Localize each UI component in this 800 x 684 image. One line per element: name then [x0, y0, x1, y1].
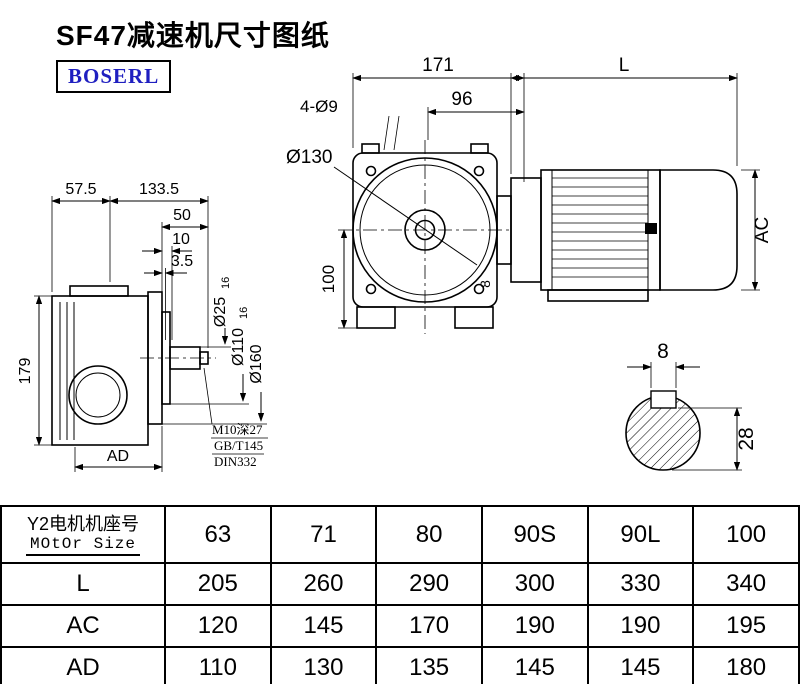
size-71-header: 71 [269, 505, 378, 564]
table-cell: 205 [164, 562, 272, 606]
table-cell: 145 [480, 646, 589, 684]
dim-96-label: 96 [451, 89, 472, 110]
fan-cover [659, 169, 738, 291]
dim-171: 171 [352, 55, 525, 182]
table-cell: 290 [375, 562, 483, 606]
motor-size-cn-label: Y2电机机座号 [26, 513, 140, 534]
note-m10-label: M10深27 [212, 422, 263, 437]
table-row-L: L 205 260 290 300 330 340 [0, 562, 800, 606]
dim-133-5-label: 133.5 [139, 181, 179, 198]
dim-57-5-label: 57.5 [65, 181, 96, 198]
table-cell: 195 [692, 604, 800, 648]
dimension-table: Y2电机机座号 MOtOr Size 63 71 80 90S 90L 100 … [0, 505, 800, 684]
shaft-end-notes: M10深27 GB/T145 DIN332 [203, 367, 268, 469]
size-90L-header: 90L [586, 505, 695, 564]
dia-110-label: Ø110 [230, 328, 247, 366]
dimension-drawing: 57.5 133.5 50 10 3.5 179 [17, 55, 773, 472]
bolt-holes-label: 4-Ø9 [300, 97, 338, 116]
motor-size-header-cell: Y2电机机座号 MOtOr Size [0, 505, 166, 564]
dim-L-label: L [619, 55, 630, 76]
table-row-AD: AD 110 130 135 145 145 180 [0, 646, 800, 684]
dim-179: 179 [17, 295, 52, 446]
mounting-foot [356, 306, 396, 329]
table-cell: 120 [164, 604, 272, 648]
dim-AC: AC [741, 169, 773, 291]
table-cell: 130 [269, 646, 378, 684]
bolt-hole [365, 283, 377, 295]
keyway-slot [650, 390, 677, 409]
dim-ad: AD [74, 426, 163, 472]
dim-50-label: 50 [173, 207, 191, 224]
table-cell: 145 [586, 646, 695, 684]
key-width-label: 8 [657, 340, 669, 363]
page-title: SF47减速机尺寸图纸 [56, 20, 330, 51]
bolt-hole [365, 165, 377, 177]
dim-3-5-label: 3.5 [171, 253, 193, 270]
dim-171-label: 171 [422, 55, 454, 76]
table-cell: 145 [269, 604, 378, 648]
dim-L: L [510, 55, 738, 174]
shaft-cross-section: 8 28 [625, 340, 758, 471]
gearbox-side-view [51, 285, 216, 446]
row-label-L: L [0, 562, 166, 606]
size-63-header: 63 [164, 505, 272, 564]
motor-flange [510, 177, 542, 283]
table-cell: 110 [164, 646, 272, 684]
housing-outline [51, 295, 149, 446]
dia-25-label: Ø25 [212, 297, 229, 327]
dim-10-label: 10 [172, 231, 190, 248]
note-din332-label: DIN332 [214, 454, 257, 469]
motor-size-en-label: MOtOr Size [2, 535, 164, 557]
dim-dia-130: Ø130 [286, 147, 478, 266]
table-cell: 135 [375, 646, 483, 684]
motor-side-view [496, 169, 738, 302]
note-gbt145-label: GB/T145 [214, 438, 263, 453]
dia-25-tolerance: 16 [220, 277, 232, 289]
size-90S-header: 90S [480, 505, 589, 564]
size-100-header: 100 [692, 505, 800, 564]
dim-96: 96 [427, 89, 525, 140]
table-cell: 300 [480, 562, 589, 606]
boserl-logo: BOSERL [56, 60, 172, 93]
row-label-AD: AD [0, 646, 166, 684]
dim-100-label: 100 [319, 265, 338, 293]
dia-130-label: Ø130 [286, 147, 332, 168]
bolt-hole [473, 165, 485, 177]
dim-shaft-diameters: Ø25 16 Ø110 16 Ø160 [155, 277, 267, 425]
mounting-foot [454, 306, 494, 329]
motor-body [540, 169, 661, 291]
table-cell: 330 [586, 562, 695, 606]
dim-bolt-holes: 4-Ø9 [300, 97, 400, 151]
key-height-label: 28 [735, 427, 758, 450]
dim-AC-label: AC [752, 217, 773, 243]
dia-110-tolerance: 16 [238, 307, 250, 319]
bolt-hole [473, 283, 485, 295]
dim-3-5: 3.5 [144, 253, 193, 340]
table-header-row: Y2电机机座号 MOtOr Size 63 71 80 90S 90L 100 [0, 505, 800, 564]
dim-100: 100 [319, 229, 357, 329]
dia-160-label: Ø160 [248, 344, 265, 383]
motor-foot [547, 289, 649, 302]
table-cell: 180 [692, 646, 800, 684]
row-label-AC: AC [0, 604, 166, 648]
wormwheel-bore [68, 365, 128, 425]
table-cell: 260 [269, 562, 378, 606]
table-cell: 340 [692, 562, 800, 606]
motor-terminal-block [645, 223, 657, 234]
dim-10: 10 [142, 231, 192, 340]
table-cell: 190 [480, 604, 589, 648]
size-80-header: 80 [375, 505, 483, 564]
dim-ad-label: AD [107, 448, 129, 465]
table-row-AC: AC 120 145 170 190 190 195 [0, 604, 800, 648]
key-width-front-label: 8 [477, 280, 493, 288]
gearbox-front-view [338, 140, 512, 334]
dim-57-5-and-133-5: 57.5 133.5 [51, 181, 209, 348]
dim-50: 50 [161, 207, 209, 292]
dim-179-label: 179 [17, 358, 34, 385]
table-cell: 170 [375, 604, 483, 648]
table-cell: 190 [586, 604, 695, 648]
